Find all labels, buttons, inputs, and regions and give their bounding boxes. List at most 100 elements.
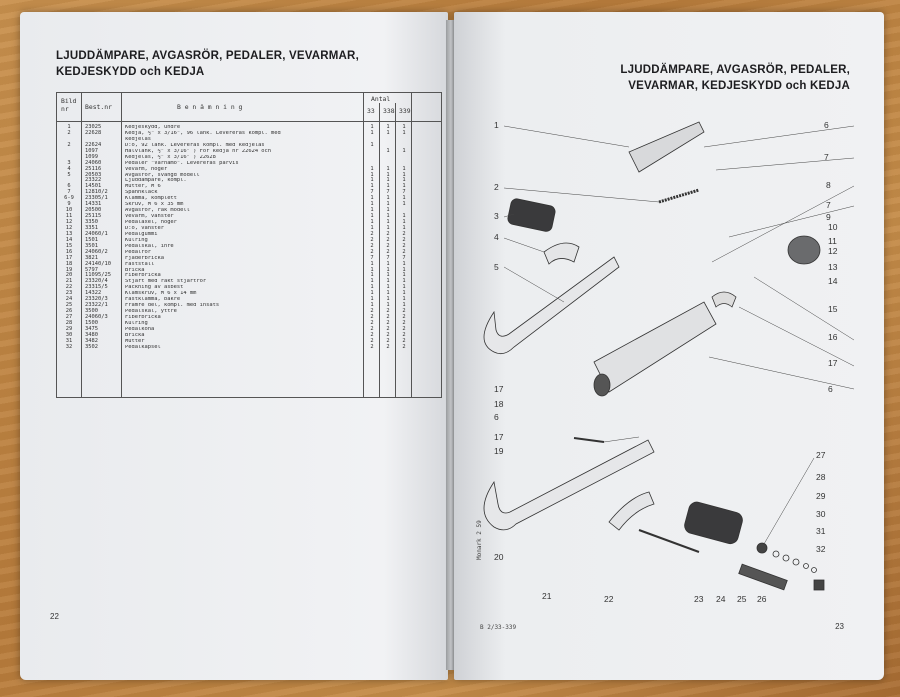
bild-nr-cell: 20 <box>65 272 73 279</box>
callout-number: 23 <box>694 594 704 604</box>
benamning-cell: kedjelås <box>125 136 151 142</box>
callout-number: 27 <box>816 450 826 460</box>
best-nr-cell: 14331 <box>85 201 102 208</box>
qty-33-cell: 1 <box>370 284 374 291</box>
qty-339-cell: 1 <box>402 201 406 208</box>
qty-33-cell: 2 <box>370 325 374 332</box>
chain-part <box>658 188 700 204</box>
qty-338-cell: 2 <box>386 337 390 344</box>
bild-nr-cell: 27 <box>65 314 73 320</box>
best-nr-cell: 24060/2 <box>85 248 108 255</box>
qty-339-cell: 1 <box>402 278 406 285</box>
best-nr-cell: 3482 <box>85 337 98 344</box>
qty-339-cell: 1 <box>402 171 406 178</box>
qty-338-cell: 2 <box>386 236 390 243</box>
header-best-nr: Best.nr <box>85 103 112 111</box>
qty-339-cell: 1 <box>402 260 406 267</box>
best-nr-cell: 1097 <box>85 147 98 154</box>
qty-338-cell: 1 <box>386 296 390 303</box>
benamning-cell: Kulring <box>125 320 148 326</box>
best-nr-cell: 20503 <box>85 171 102 178</box>
qty-338-cell: 1 <box>386 302 390 309</box>
callout-number: 18 <box>494 399 504 409</box>
best-nr-cell: 24060 <box>85 159 102 166</box>
benamning-cell: Pedalskål, inre <box>125 243 174 249</box>
bild-nr-cell: 30 <box>65 331 73 338</box>
right-page-number: 23 <box>835 622 844 631</box>
qty-33-cell: 2 <box>370 242 374 249</box>
qty-339-cell: 2 <box>402 331 406 338</box>
washer-part <box>772 550 780 558</box>
bild-nr-cell: 10 <box>65 207 73 214</box>
qty-338-cell: 1 <box>386 201 390 208</box>
bild-nr-cell: 2 <box>67 141 71 148</box>
benamning-cell: D:o, vänster <box>125 225 164 231</box>
callout-number: 17 <box>494 432 504 442</box>
qty-339-cell: 1 <box>402 266 406 273</box>
qty-33-cell: 7 <box>370 189 374 196</box>
bild-nr-cell: 23 <box>65 290 73 297</box>
qty-339-cell: 2 <box>402 236 406 243</box>
callout-number: 8 <box>826 180 831 190</box>
callout-number: 12 <box>828 246 838 256</box>
callout-number: 17 <box>828 358 838 368</box>
best-nr-cell: 22624 <box>85 141 102 148</box>
qty-338-cell: 7 <box>386 189 390 196</box>
left-page-number: 22 <box>50 612 59 621</box>
best-nr-cell: 3351 <box>85 224 98 231</box>
qty-33-cell: 2 <box>370 343 374 350</box>
benamning-cell: Pedalgummi <box>125 231 158 237</box>
callout-number: 24 <box>716 594 726 604</box>
callout-number: 25 <box>737 594 747 604</box>
left-page-title: LJUDDÄMPARE, AVGASRÖR, PEDALER, VEVARMAR… <box>56 50 359 78</box>
footer-code: B 2/33-339 <box>480 624 517 631</box>
left-page: LJUDDÄMPARE, AVGASRÖR, PEDALER, VEVARMAR… <box>20 12 448 680</box>
best-nr-cell: 20500 <box>85 207 102 214</box>
bild-nr-cell: 1 <box>67 124 71 130</box>
qty-33-cell: 1 <box>370 302 374 309</box>
callout-labels: 1234567879101112131415161761718617192021… <box>494 120 838 604</box>
qty-338-cell: 1 <box>386 284 390 291</box>
qty-338-cell: 1 <box>386 213 390 220</box>
muffler-outlet-part <box>593 373 611 397</box>
cone-part <box>792 558 800 566</box>
benamning-cell: Kedja, ½" x 3/16", 96 länk. Levereras ko… <box>125 130 281 136</box>
bild-nr-cell: 2 <box>67 129 71 136</box>
qty-338-cell: 1 <box>386 266 390 273</box>
qty-339-cell: 1 <box>402 302 406 309</box>
qty-33-cell: 1 <box>370 224 374 231</box>
table-header: Bild nr Best.nr B e n ä m n i n g Antal … <box>57 93 441 122</box>
qty-33-cell: 1 <box>370 260 374 267</box>
column-divider <box>411 93 412 397</box>
callout-number: 1 <box>494 120 499 130</box>
callout-number: 19 <box>494 446 504 456</box>
best-nr-cell: 5797 <box>85 266 98 273</box>
qty-339-cell: 2 <box>402 314 406 320</box>
pedal-tube-part <box>738 563 788 591</box>
bild-nr-cell: 22 <box>65 284 73 291</box>
best-nr-cell: 11095/25 <box>85 272 111 279</box>
qty-338-cell: 7 <box>386 254 390 261</box>
bild-nr-cell: 12 <box>65 219 73 225</box>
best-nr-cell: 3502 <box>85 343 98 350</box>
callout-number: 6 <box>824 120 829 130</box>
benamning-cell: Pedalaxel, höger <box>125 220 177 225</box>
pedal-part <box>684 501 743 545</box>
benamning-cell: Pedalskål, yttre <box>125 309 177 315</box>
qty-33-cell: 1 <box>370 129 374 136</box>
benamning-cell: Halvlänk, ½" x 3/16" ) För kedja nr 2262… <box>125 148 272 154</box>
benamning-cell: Fjäderbricka <box>125 255 164 261</box>
qty-339-cell: 1 <box>402 290 406 297</box>
muffler-part <box>593 301 717 393</box>
callout-number: 6 <box>494 412 499 422</box>
